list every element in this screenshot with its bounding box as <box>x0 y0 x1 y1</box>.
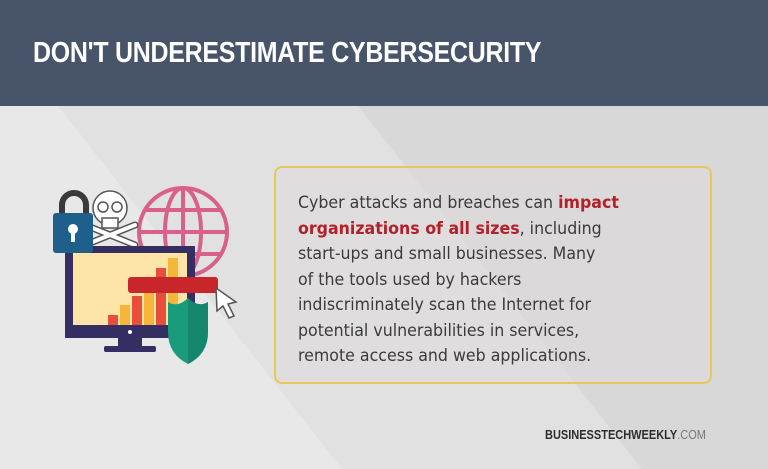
cybersecurity-illustration <box>40 170 260 370</box>
page-title: DON'T UNDERESTIMATE CYBERSECURITY <box>33 37 542 69</box>
shield-icon <box>168 298 208 364</box>
text-line: of the tools used by hackers <box>298 269 522 290</box>
text-line: indiscriminately scan the Internet for <box>298 295 592 315</box>
text-line: start-ups and small businesses. Many <box>298 244 596 264</box>
padlock-icon <box>53 190 93 253</box>
text-segment: , including <box>519 218 602 239</box>
highlight-text: impact <box>558 193 619 213</box>
highlight-text: organizations of all sizes <box>298 218 520 239</box>
brand-domain: .COM <box>677 428 706 442</box>
brand-name: BUSINESSTECHWEEKLY <box>545 428 678 442</box>
text-segment: Cyber attacks and breaches can <box>298 193 559 213</box>
text-line: remote access and web applications. <box>298 346 592 366</box>
brand-watermark: BUSINESSTECHWEEKLY.COM <box>545 428 706 442</box>
info-card: Cyber attacks and breaches can impact or… <box>274 166 712 384</box>
info-card-text: Cyber attacks and breaches can impact or… <box>298 191 679 370</box>
text-line: potential vulnerabilities in services, <box>298 320 580 341</box>
red-bar-icon <box>128 277 218 293</box>
skull-crossbones-icon <box>81 190 139 249</box>
cursor-arrow-icon <box>215 286 238 319</box>
header-banner: DON'T UNDERESTIMATE CYBERSECURITY <box>0 0 768 106</box>
